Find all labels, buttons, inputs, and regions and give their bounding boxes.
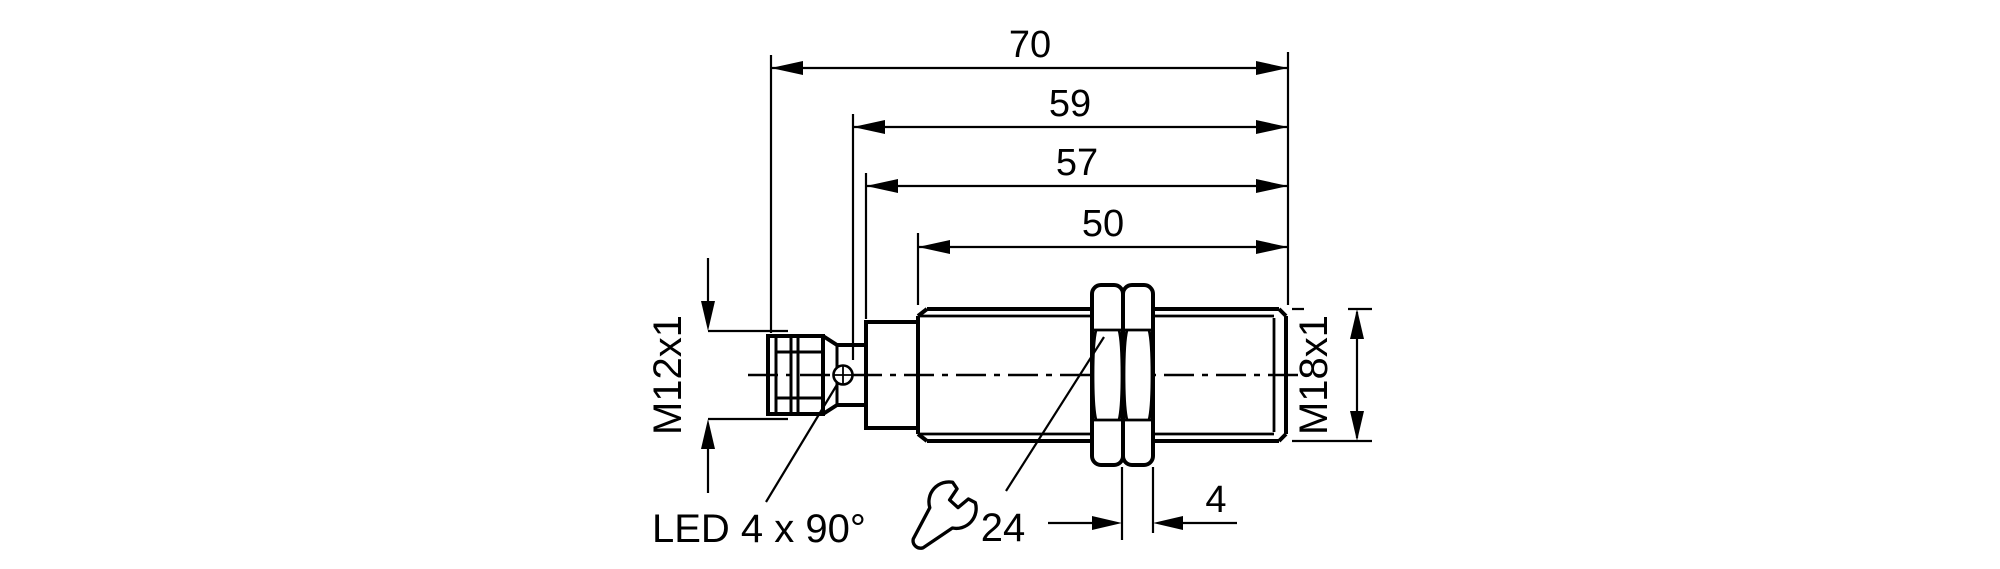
arrowhead-left-icon xyxy=(918,240,950,254)
arrowhead-up-icon xyxy=(1350,309,1364,339)
dimension-nut-width: 4 xyxy=(1048,479,1237,530)
m12-connector-plug xyxy=(766,334,825,416)
dim-70-label: 70 xyxy=(1009,24,1051,66)
dim-4-label: 4 xyxy=(1205,479,1226,521)
dim-57-label: 57 xyxy=(1056,142,1098,184)
arrowhead-left-icon xyxy=(866,179,898,193)
connector-taper xyxy=(821,334,839,416)
dimension-m12: M12x1 xyxy=(646,258,788,493)
arrowhead-up-icon xyxy=(701,419,715,449)
hex-nut-right xyxy=(1121,283,1155,467)
dimension-57: 57 xyxy=(866,142,1288,193)
arrowhead-right-icon xyxy=(1256,120,1288,134)
m12-thread-label: M12x1 xyxy=(646,315,690,435)
arrowhead-down-icon xyxy=(1350,411,1364,441)
arrowhead-left-icon xyxy=(1153,516,1183,530)
arrowhead-right-icon xyxy=(1256,240,1288,254)
arrowhead-right-icon xyxy=(1256,61,1288,75)
m18-thread-label: M18x1 xyxy=(1292,315,1336,435)
nut-facet-curves xyxy=(1091,329,1154,421)
dim-59-label: 59 xyxy=(1049,83,1091,125)
dimension-m18: M18x1 xyxy=(1292,306,1372,443)
arrowhead-down-icon xyxy=(701,301,715,331)
arrowhead-left-icon xyxy=(771,61,803,75)
led-indicator xyxy=(832,364,854,386)
dim-50-label: 50 xyxy=(1082,203,1124,245)
wrench-icon xyxy=(911,480,978,550)
hex-lock-nuts xyxy=(1090,283,1155,467)
arrowhead-right-icon xyxy=(1256,179,1288,193)
dimension-50: 50 xyxy=(918,203,1288,254)
arrowhead-right-icon xyxy=(1092,516,1122,530)
led-cross-mark xyxy=(833,365,853,385)
hex-nut-left xyxy=(1090,283,1125,467)
led-note-label: LED 4 x 90° xyxy=(652,507,866,551)
wrench-leader-line xyxy=(1005,336,1105,492)
dimension-70: 70 xyxy=(771,24,1288,75)
led-leader-line xyxy=(765,382,839,503)
extension-lines xyxy=(769,52,1290,540)
dimension-59: 59 xyxy=(853,83,1288,134)
wrench-size-label: 24 xyxy=(981,506,1026,550)
nut-facet-lines xyxy=(1092,328,1153,422)
m18-label-backing xyxy=(1304,306,1348,436)
arrowhead-left-icon xyxy=(853,120,885,134)
